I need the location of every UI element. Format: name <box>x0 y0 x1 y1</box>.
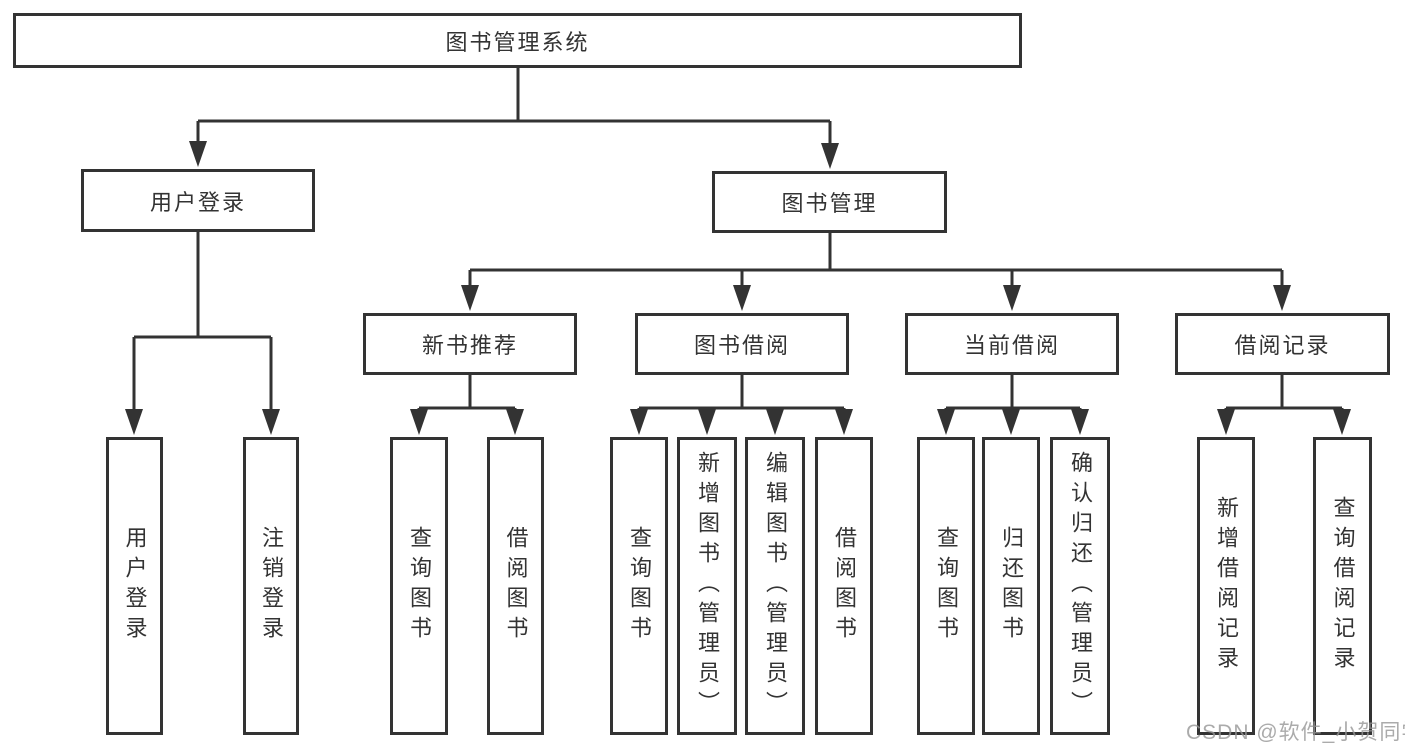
node-borrow-records: 借阅记录 <box>1175 313 1390 375</box>
node-book-borrow: 图书借阅 <box>635 313 849 375</box>
csdn-watermark: CSDN @软件_小贺同学 <box>1186 721 1405 744</box>
leaf-confirm-return-admin: 确认归还（管理员） <box>1050 437 1110 735</box>
leaf-borrow-book: 借阅图书 <box>815 437 873 735</box>
node-current-borrow: 当前借阅 <box>905 313 1119 375</box>
leaf-query-book-recommend: 查询图书 <box>390 437 448 735</box>
leaf-query-book-current: 查询图书 <box>917 437 975 735</box>
node-new-book-recommend: 新书推荐 <box>363 313 577 375</box>
leaf-add-book-admin: 新增图书（管理员） <box>677 437 737 735</box>
leaf-add-borrow-record: 新增借阅记录 <box>1197 437 1255 735</box>
node-book-management: 图书管理 <box>712 171 947 233</box>
node-library-management-system: 图书管理系统 <box>13 13 1022 68</box>
leaf-edit-book-admin: 编辑图书（管理员） <box>745 437 805 735</box>
leaf-borrow-book-recommend: 借阅图书 <box>487 437 544 735</box>
leaf-return-book: 归还图书 <box>982 437 1040 735</box>
arrowheads <box>125 141 1351 435</box>
leaf-user-login: 用户登录 <box>106 437 163 735</box>
leaf-logout-login: 注销登录 <box>243 437 299 735</box>
leaf-query-borrow-record: 查询借阅记录 <box>1313 437 1372 735</box>
node-user-login: 用户登录 <box>81 169 315 232</box>
leaf-query-book-borrow: 查询图书 <box>610 437 668 735</box>
